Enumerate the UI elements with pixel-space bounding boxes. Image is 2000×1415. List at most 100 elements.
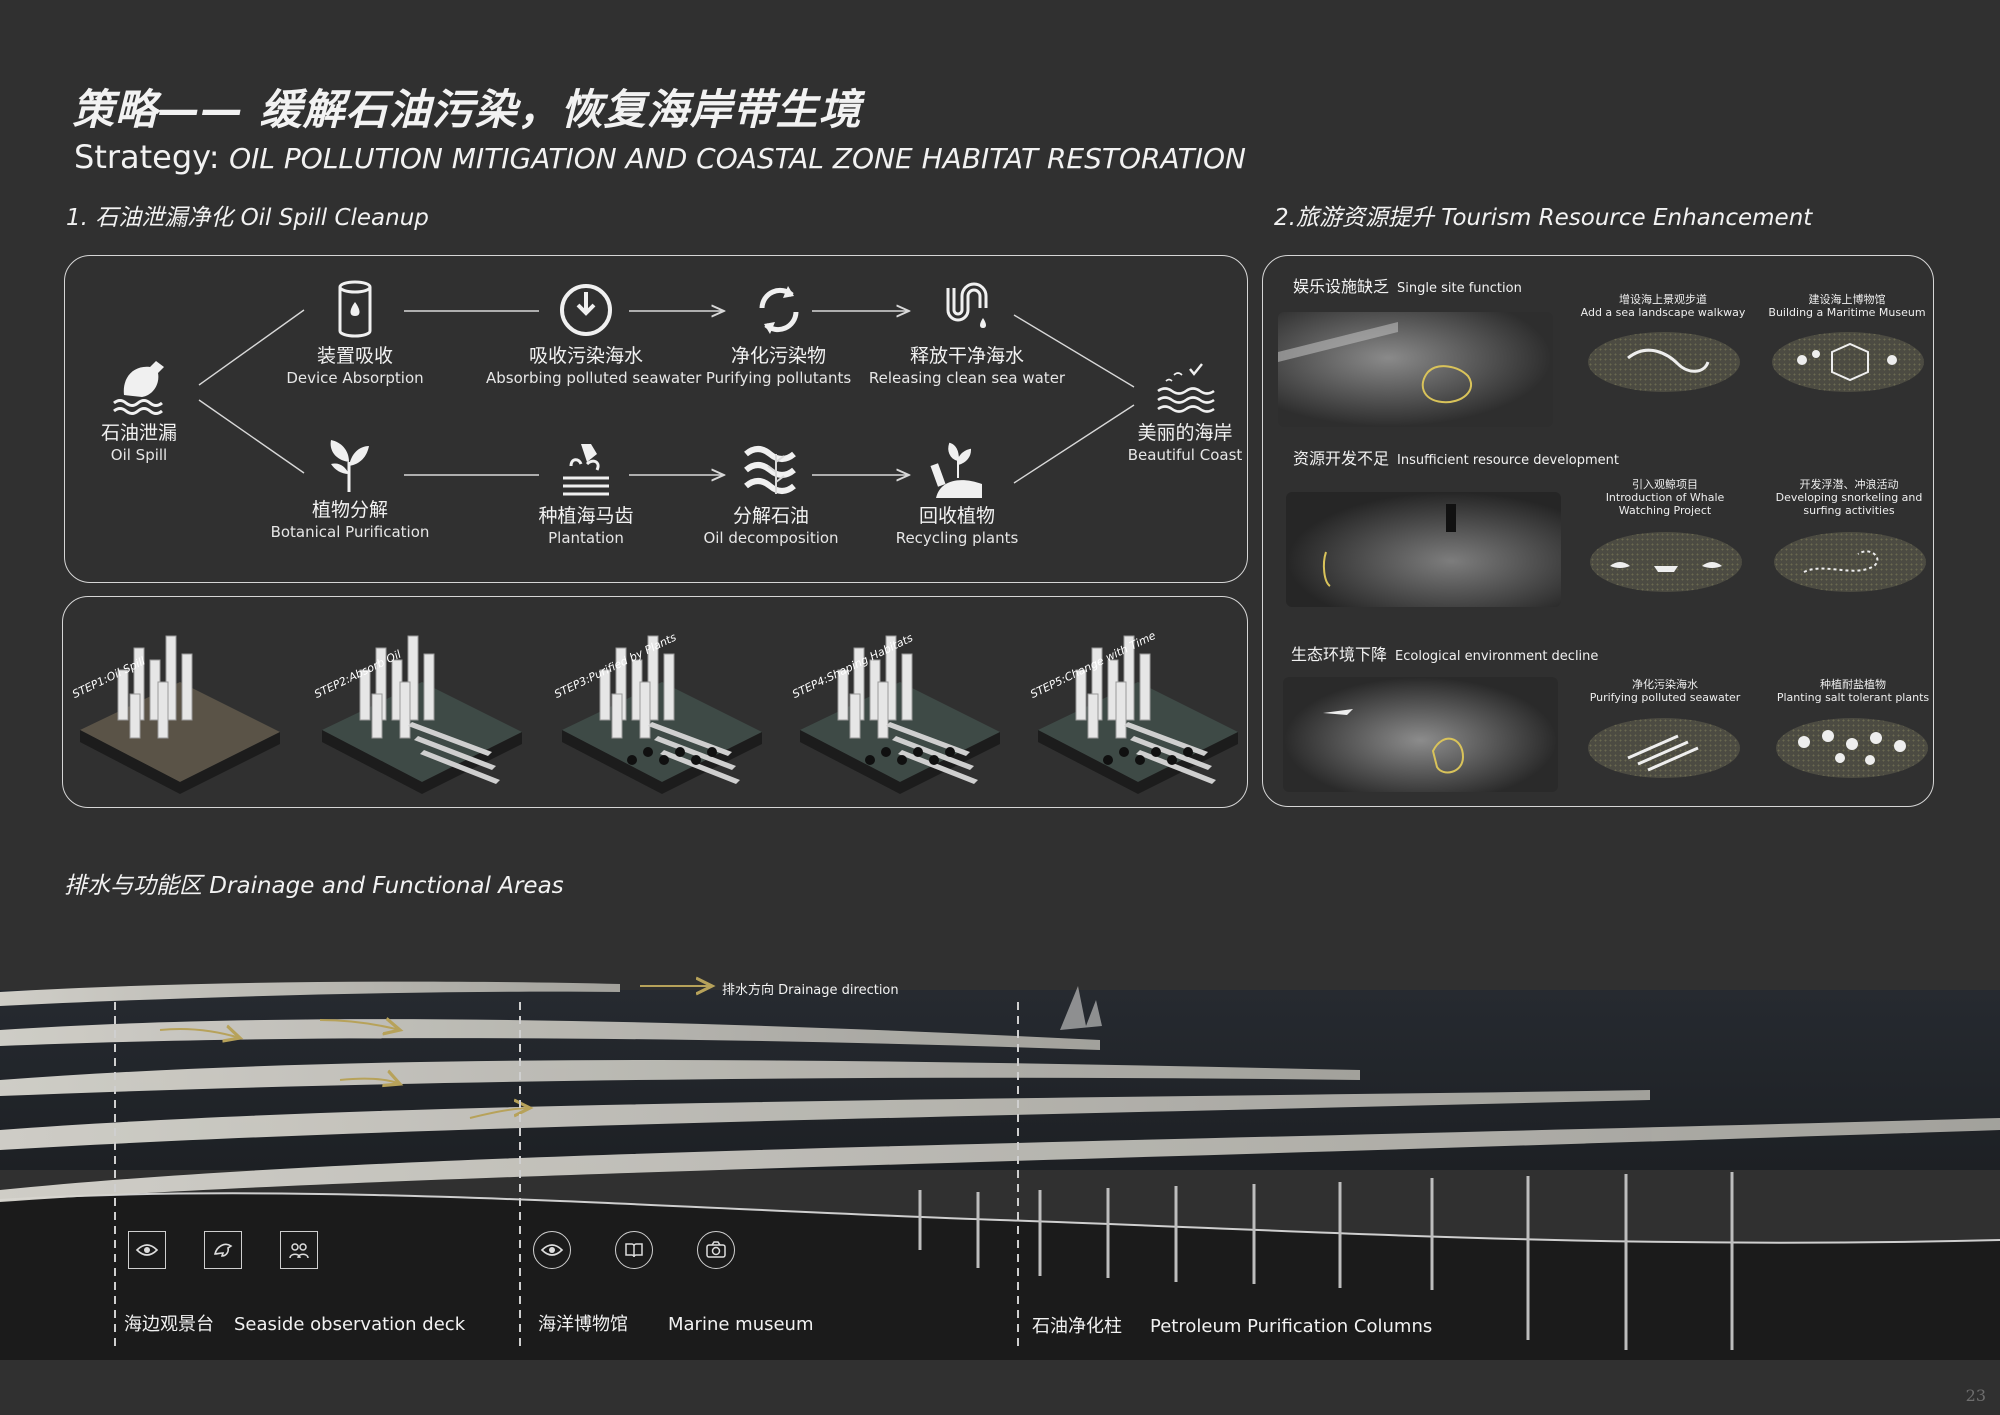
oil-decomposition-node: 分解石油 Oil decomposition xyxy=(666,438,876,548)
planting-icon xyxy=(551,438,621,500)
coast-photo-1 xyxy=(1278,312,1553,427)
decompose-icon xyxy=(736,438,806,500)
tourism-row-1-title: 娱乐设施缺乏 Single site function xyxy=(1293,273,1522,297)
tree-mark xyxy=(1119,747,1129,757)
item-en: Developing snorkeling and surfing activi… xyxy=(1775,491,1923,517)
tree-mark xyxy=(897,755,907,765)
building-block xyxy=(1075,669,1087,721)
page-title-en: Strategy: OIL POLLUTION MITIGATION AND C… xyxy=(74,138,1246,176)
building-block xyxy=(1087,693,1099,739)
step-label-en: Purifying pollutants xyxy=(705,369,852,387)
salt-plants-diagram xyxy=(1776,718,1928,778)
page-title-cn: 策略—— 缓解石油污染，恢复海岸带生境 xyxy=(72,85,862,134)
zone-1-icons xyxy=(128,1231,318,1269)
building-block xyxy=(1139,653,1151,721)
building-block xyxy=(611,693,623,739)
item-cn: 种植耐盐植物 xyxy=(1820,678,1886,691)
tree-mark xyxy=(1183,747,1193,757)
tree-mark xyxy=(643,747,653,757)
step-label-cn: 分解石油 xyxy=(732,505,809,527)
beautiful-coast-node: 美丽的海岸 Beautiful Coast xyxy=(1080,355,1290,465)
row-en: Single site function xyxy=(1397,281,1522,296)
zone-cn: 海边观景台 xyxy=(124,1314,214,1335)
tourism-panel xyxy=(1262,255,1934,807)
plant-icon xyxy=(315,432,385,494)
drainage-section-drawing xyxy=(0,950,2000,1360)
terrain-plane xyxy=(80,682,280,782)
zone-2-icons xyxy=(533,1231,735,1269)
item-en: Add a sea landscape walkway xyxy=(1580,306,1746,319)
drainage-heading: 排水与功能区 Drainage and Functional Areas xyxy=(64,873,564,899)
tourism-heading: 2.旅游资源提升 Tourism Resource Enhancement xyxy=(1274,205,1813,231)
drainage-direction-label: 排水方向 Drainage direction xyxy=(722,983,899,998)
step-thumbnail: STEP2:Absorb Oil xyxy=(312,610,532,800)
flow-connectors xyxy=(198,255,1135,484)
oil-spill-node: 石油泄漏 Oil Spill xyxy=(34,355,244,465)
zone-en: Petroleum Purification Columns xyxy=(1150,1316,1433,1337)
coast-photo-2 xyxy=(1286,492,1561,607)
step-label-cn: 释放干净海水 xyxy=(909,345,1024,367)
step-label-en: Releasing clean sea water xyxy=(868,369,1066,387)
tree-mark xyxy=(929,755,939,765)
building-block xyxy=(901,653,913,721)
recycling-plants-node: 回收植物 Recycling plants xyxy=(852,438,1062,548)
tree-mark xyxy=(659,755,669,765)
recycle-plant-icon xyxy=(922,438,992,500)
step-thumbnail: STEP3:Purified by Plants xyxy=(552,610,772,800)
building-block xyxy=(181,653,193,721)
step-label-en: Device Absorption xyxy=(286,369,424,387)
book-icon xyxy=(615,1231,653,1269)
title-prefix: Strategy: xyxy=(74,138,220,176)
tree-mark xyxy=(945,747,955,757)
building-block xyxy=(399,681,411,739)
step-label-cn: 植物分解 xyxy=(311,499,388,521)
row-en: Ecological environment decline xyxy=(1395,649,1599,664)
item-en: Planting salt tolerant plants xyxy=(1776,691,1930,704)
zone-cn: 石油净化柱 xyxy=(1032,1316,1122,1337)
zone-cn: 海洋博物馆 xyxy=(538,1314,628,1335)
building-block xyxy=(663,653,675,721)
step-label-en: Plantation xyxy=(548,529,624,547)
power-icon xyxy=(551,278,621,340)
item-en: Building a Maritime Museum xyxy=(1768,306,1926,319)
zone-en: Marine museum xyxy=(668,1314,814,1335)
absorption-device xyxy=(654,736,736,770)
pipe-drop-icon xyxy=(932,278,1002,340)
building-block xyxy=(129,693,141,739)
building-block xyxy=(647,635,659,721)
step-label-en: Oil decomposition xyxy=(703,529,839,547)
step-label-cn: 吸收污染海水 xyxy=(528,345,643,367)
whale-watching-diagram xyxy=(1590,532,1742,592)
purify-water-diagram xyxy=(1588,718,1740,778)
absorption-device xyxy=(414,736,496,770)
row-cn: 娱乐设施缺乏 xyxy=(1293,277,1390,296)
step-thumbnail: STEP1:Oil Spill xyxy=(70,610,290,800)
snorkeling-diagram xyxy=(1774,532,1926,592)
people-icon xyxy=(280,1231,318,1269)
camera-icon xyxy=(697,1231,735,1269)
barrel-icon xyxy=(320,278,390,340)
step-label-cn: 种植海马齿 xyxy=(538,505,634,527)
absorption-device xyxy=(408,722,492,756)
cleanup-flow-panel xyxy=(64,255,1248,583)
step-block-drawing xyxy=(322,635,522,794)
step-block-drawing xyxy=(80,635,280,794)
building-block xyxy=(157,681,169,739)
absorption-device xyxy=(660,750,740,784)
step-block-drawing xyxy=(562,635,762,794)
building-block xyxy=(165,635,177,721)
absorption-device xyxy=(420,750,500,784)
botanical-purification-node: 植物分解 Botanical Purification xyxy=(245,432,455,542)
step-label-cn: 回收植物 xyxy=(918,505,995,527)
row-cn: 资源开发不足 xyxy=(1293,449,1390,468)
recycle-icon xyxy=(744,278,814,340)
tree-mark xyxy=(627,755,637,765)
